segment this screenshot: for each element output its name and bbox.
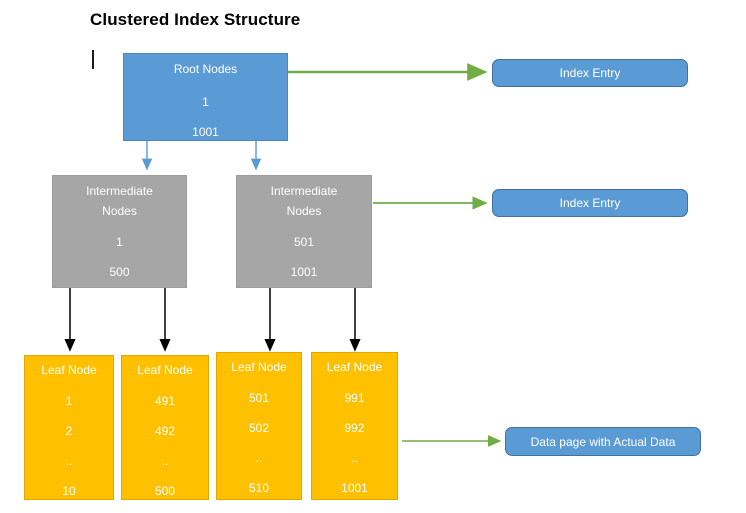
leaf-node-1-value-3: 10 bbox=[62, 484, 76, 498]
leaf-node-1[interactable]: Leaf Node 1 2 .. 10 bbox=[24, 355, 114, 500]
leaf-node-2-value-1: 492 bbox=[154, 424, 176, 438]
index-entry-callout-2[interactable]: Index Entry bbox=[492, 189, 688, 217]
leaf-node-3[interactable]: Leaf Node 501 502 .. 510 bbox=[216, 352, 302, 500]
intermediate-node-2[interactable]: Intermediate Nodes 501 1001 bbox=[236, 175, 372, 288]
page-title: Clustered Index Structure bbox=[90, 10, 301, 29]
root-node-value-0: 1 bbox=[202, 95, 209, 109]
intermediate-node-2-value-0: 501 bbox=[293, 235, 315, 249]
leaf-node-2-label: Leaf Node bbox=[137, 363, 193, 377]
leaf-node-2[interactable]: Leaf Node 491 492 .. 500 bbox=[121, 355, 209, 500]
data-page-callout-label: Data page with Actual Data bbox=[530, 434, 676, 449]
intermediate-node-2-label-line2: Nodes bbox=[286, 204, 322, 218]
intermediate-node-1-label-line2: Nodes bbox=[102, 204, 137, 218]
leaf-node-1-value-2: .. bbox=[65, 454, 73, 468]
intermediate-node-1-value-1: 500 bbox=[109, 265, 130, 279]
leaf-node-4[interactable]: Leaf Node 991 992 .. 1001 bbox=[311, 352, 398, 500]
intermediate-node-1-value-0: 1 bbox=[116, 235, 123, 249]
leaf-node-4-value-1: 992 bbox=[344, 421, 365, 435]
leaf-node-2-value-3: 500 bbox=[154, 484, 176, 498]
intermediate-node-2-label-line1: Intermediate bbox=[270, 184, 338, 198]
root-node-value-1: 1001 bbox=[192, 125, 219, 139]
leaf-node-2-value-2: .. bbox=[161, 454, 169, 468]
intermediate-node-1-label-line1: Intermediate bbox=[86, 184, 153, 198]
leaf-node-4-value-0: 991 bbox=[344, 391, 365, 405]
intermediate-node-1[interactable]: Intermediate Nodes 1 500 bbox=[52, 175, 187, 288]
leaf-node-3-value-2: .. bbox=[255, 451, 263, 465]
leaf-node-3-value-3: 510 bbox=[248, 481, 270, 495]
leaf-node-3-label: Leaf Node bbox=[231, 360, 287, 374]
leaf-node-3-value-1: 502 bbox=[248, 421, 270, 435]
index-entry-callout-2-label: Index Entry bbox=[559, 196, 621, 210]
data-page-callout[interactable]: Data page with Actual Data bbox=[505, 427, 701, 456]
root-node[interactable]: Root Nodes 1 1001 bbox=[123, 53, 288, 141]
leaf-node-4-value-2: .. bbox=[351, 451, 358, 465]
leaf-node-1-value-0: 1 bbox=[65, 394, 73, 408]
leaf-node-1-label: Leaf Node bbox=[41, 363, 97, 377]
index-entry-callout-1[interactable]: Index Entry bbox=[492, 59, 688, 87]
leaf-node-4-label: Leaf Node bbox=[326, 360, 383, 374]
leaf-node-1-value-1: 2 bbox=[65, 424, 73, 438]
cursor-tick-mark bbox=[92, 50, 94, 69]
leaf-node-3-value-0: 501 bbox=[248, 391, 270, 405]
leaf-node-4-value-3: 1001 bbox=[341, 481, 368, 495]
root-node-label: Root Nodes bbox=[173, 62, 238, 76]
leaf-node-2-value-0: 491 bbox=[154, 394, 176, 408]
index-entry-callout-1-label: Index Entry bbox=[559, 66, 621, 80]
intermediate-node-2-value-1: 1001 bbox=[290, 265, 318, 279]
